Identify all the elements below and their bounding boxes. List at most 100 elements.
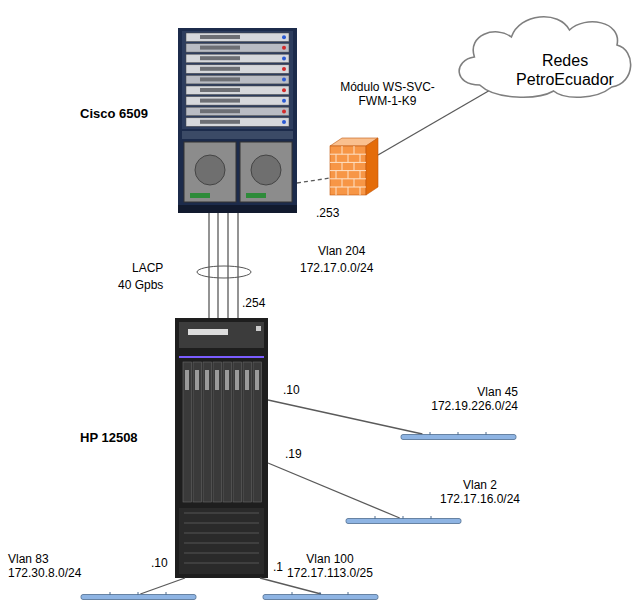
- bundle-ellipse: [197, 266, 251, 278]
- drawing-part: [348, 187, 349, 195]
- drawing-part: [366, 138, 378, 195]
- drawing-part: [184, 523, 259, 524]
- drawing-part: [186, 86, 289, 95]
- drawing-part: [215, 370, 219, 390]
- drawing-part: [401, 435, 516, 440]
- drawing-part: [354, 146, 355, 154]
- drawing-part: [200, 46, 240, 50]
- drawing-part: [342, 179, 343, 187]
- firewall-module: Módulo WS-SVC-FWM-1-K9: [330, 138, 378, 195]
- vlan-segment: Vlan 2 172.17.16.0/24: [343, 478, 532, 524]
- drawing-part: [179, 322, 264, 348]
- drawing-part: [458, 432, 459, 435]
- drawing-part: [282, 109, 286, 113]
- drawing-part: [184, 533, 259, 534]
- vlan-segment: Vlan 83 172.30.8.0/24: [6, 552, 198, 600]
- cisco-chassis: [178, 28, 297, 213]
- node-label: Cisco 6509: [80, 106, 170, 122]
- drawing-part: [200, 120, 240, 124]
- network-label: Vlan 204: [318, 244, 365, 258]
- drawing-part: [183, 362, 262, 502]
- vlan-label: Vlan 100 172.17.113.0/25: [280, 552, 380, 580]
- firewall-icon: [330, 138, 378, 195]
- drawing-part: [193, 362, 202, 502]
- drawing-part: [282, 46, 286, 50]
- drawing-part: [179, 356, 264, 358]
- drawing-part: [186, 33, 289, 126]
- network-label: 40 Gpbs: [118, 278, 163, 292]
- network-link: [268, 400, 422, 434]
- drawing-part: [166, 592, 167, 595]
- drawing-part: [342, 162, 343, 170]
- drawing-part: [282, 88, 286, 92]
- drawing-part: [253, 362, 262, 502]
- drawing-part: [336, 154, 337, 162]
- drawing-part: [213, 362, 222, 502]
- vlan-label: Vlan 45 172.19.226.0/24: [418, 385, 518, 413]
- drawing-part: [184, 513, 259, 514]
- lan-segment-bar: [80, 592, 198, 601]
- network-label: .253: [316, 206, 339, 220]
- drawing-part: [205, 370, 209, 390]
- drawing-part: [245, 370, 249, 390]
- ip-address: .10: [150, 556, 169, 570]
- drawing-part: [186, 65, 289, 74]
- drawing-part: [430, 432, 431, 435]
- drawing-part: [200, 67, 240, 71]
- drawing-part: [354, 162, 355, 170]
- lan-segment-bar: [345, 516, 463, 525]
- drawing-part: [184, 563, 259, 564]
- lan-segment-bar: [262, 592, 380, 601]
- drawing-part: [110, 592, 111, 595]
- drawing-part: [486, 432, 487, 435]
- drawing-part: [200, 99, 240, 103]
- chassis-switch: HP 12508: [75, 318, 268, 578]
- drawing-part: [292, 592, 293, 595]
- drawing-part: [235, 370, 239, 390]
- drawing-part: [282, 56, 286, 60]
- drawing-part: [186, 118, 289, 127]
- network-link: [140, 578, 185, 594]
- drawing-part: [184, 513, 259, 563]
- drawing-part: [186, 44, 289, 53]
- drawing-part: [263, 595, 378, 600]
- drawing-part: [240, 142, 292, 202]
- drawing-part: [282, 35, 286, 39]
- drawing-part: [375, 516, 376, 519]
- drawing-part: [186, 75, 289, 84]
- vlan-label: Vlan 83 172.30.8.0/24: [8, 552, 98, 580]
- drawing-part: [184, 553, 259, 554]
- drawing-part: [200, 88, 240, 92]
- drawing-part: [403, 516, 404, 519]
- chassis-switch: Cisco 6509: [75, 28, 297, 213]
- drawing-part: [282, 99, 286, 103]
- network-label: .254: [242, 296, 265, 310]
- drawing-part: [348, 154, 349, 162]
- network-link: [260, 578, 321, 594]
- drawing-part: [81, 595, 196, 600]
- drawing-part: [336, 171, 337, 179]
- drawing-part: [188, 329, 228, 335]
- drawing-part: [200, 109, 240, 113]
- drawing-part: [282, 120, 286, 124]
- drawing-part: [255, 370, 259, 390]
- drawing-part: [246, 193, 266, 198]
- drawing-part: [175, 318, 268, 578]
- drawing-part: [336, 187, 337, 195]
- drawing-part: [200, 77, 240, 81]
- drawing-part: [183, 362, 192, 502]
- drawing-part: [178, 205, 297, 213]
- drawing-part: [182, 131, 293, 139]
- ip-address: .10: [282, 383, 301, 397]
- drawing-part: [184, 543, 259, 544]
- network-label: 172.17.0.0/24: [300, 261, 373, 275]
- drawing-part: [320, 592, 321, 595]
- node-label: HP 12508: [80, 430, 170, 446]
- drawing-part: [178, 28, 297, 213]
- drawing-part: [225, 370, 229, 390]
- ip-address: .19: [284, 447, 303, 461]
- drawing-part: [348, 171, 349, 179]
- node-label: Redes PetroEcuador: [510, 51, 620, 89]
- drawing-part: [182, 31, 293, 129]
- drawing-part: [346, 519, 461, 524]
